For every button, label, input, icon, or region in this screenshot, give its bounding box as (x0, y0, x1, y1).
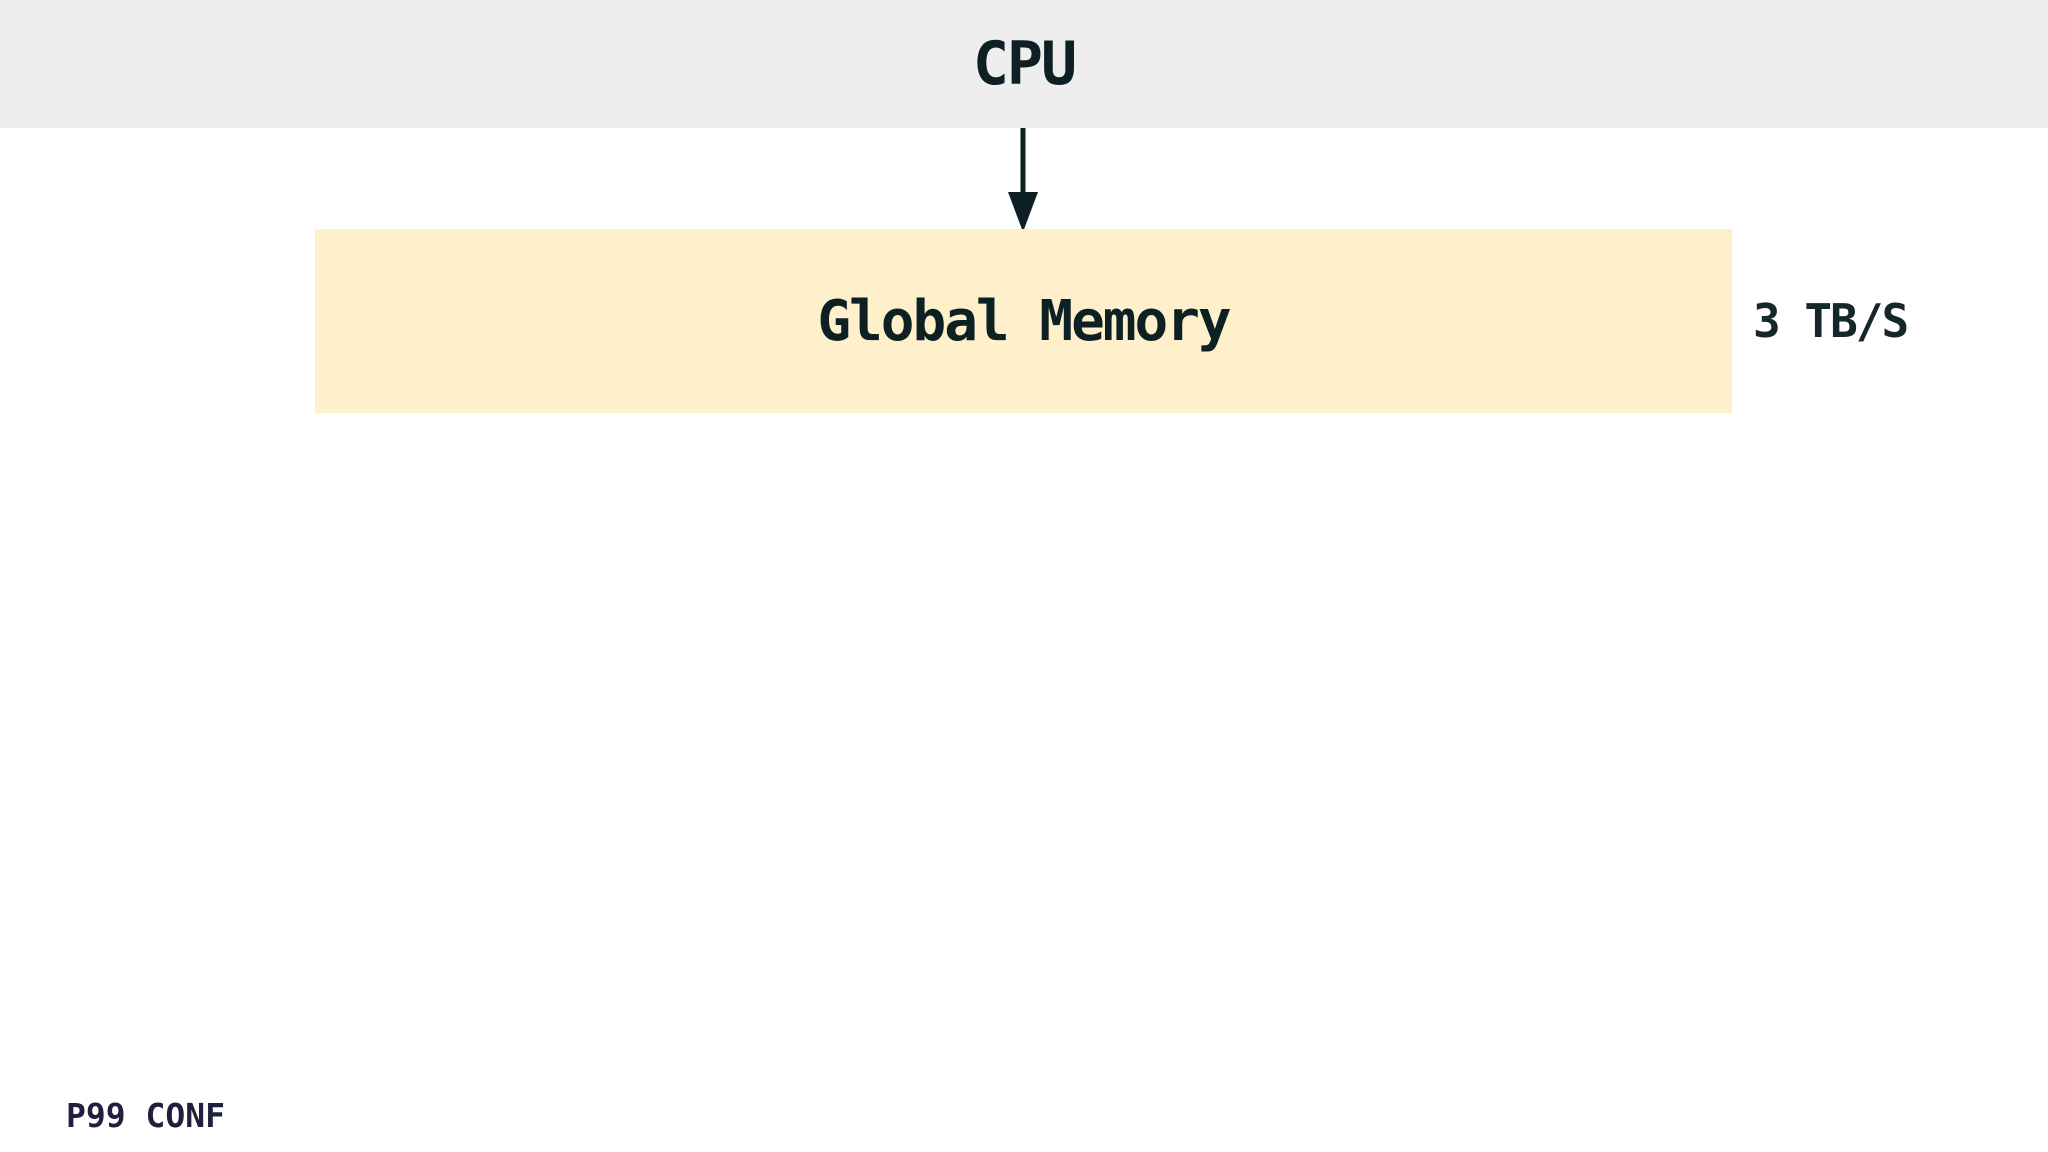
cpu-band: CPU (0, 0, 2048, 128)
global-memory-label: Global Memory (817, 288, 1231, 354)
global-memory-box: Global Memory (315, 229, 1732, 413)
down-arrow-icon (1008, 128, 1038, 232)
cpu-label: CPU (972, 29, 1077, 99)
bandwidth-label: 3 TB/S (1753, 294, 1909, 348)
p99-conf-logo: P99 CONF (66, 1096, 225, 1135)
